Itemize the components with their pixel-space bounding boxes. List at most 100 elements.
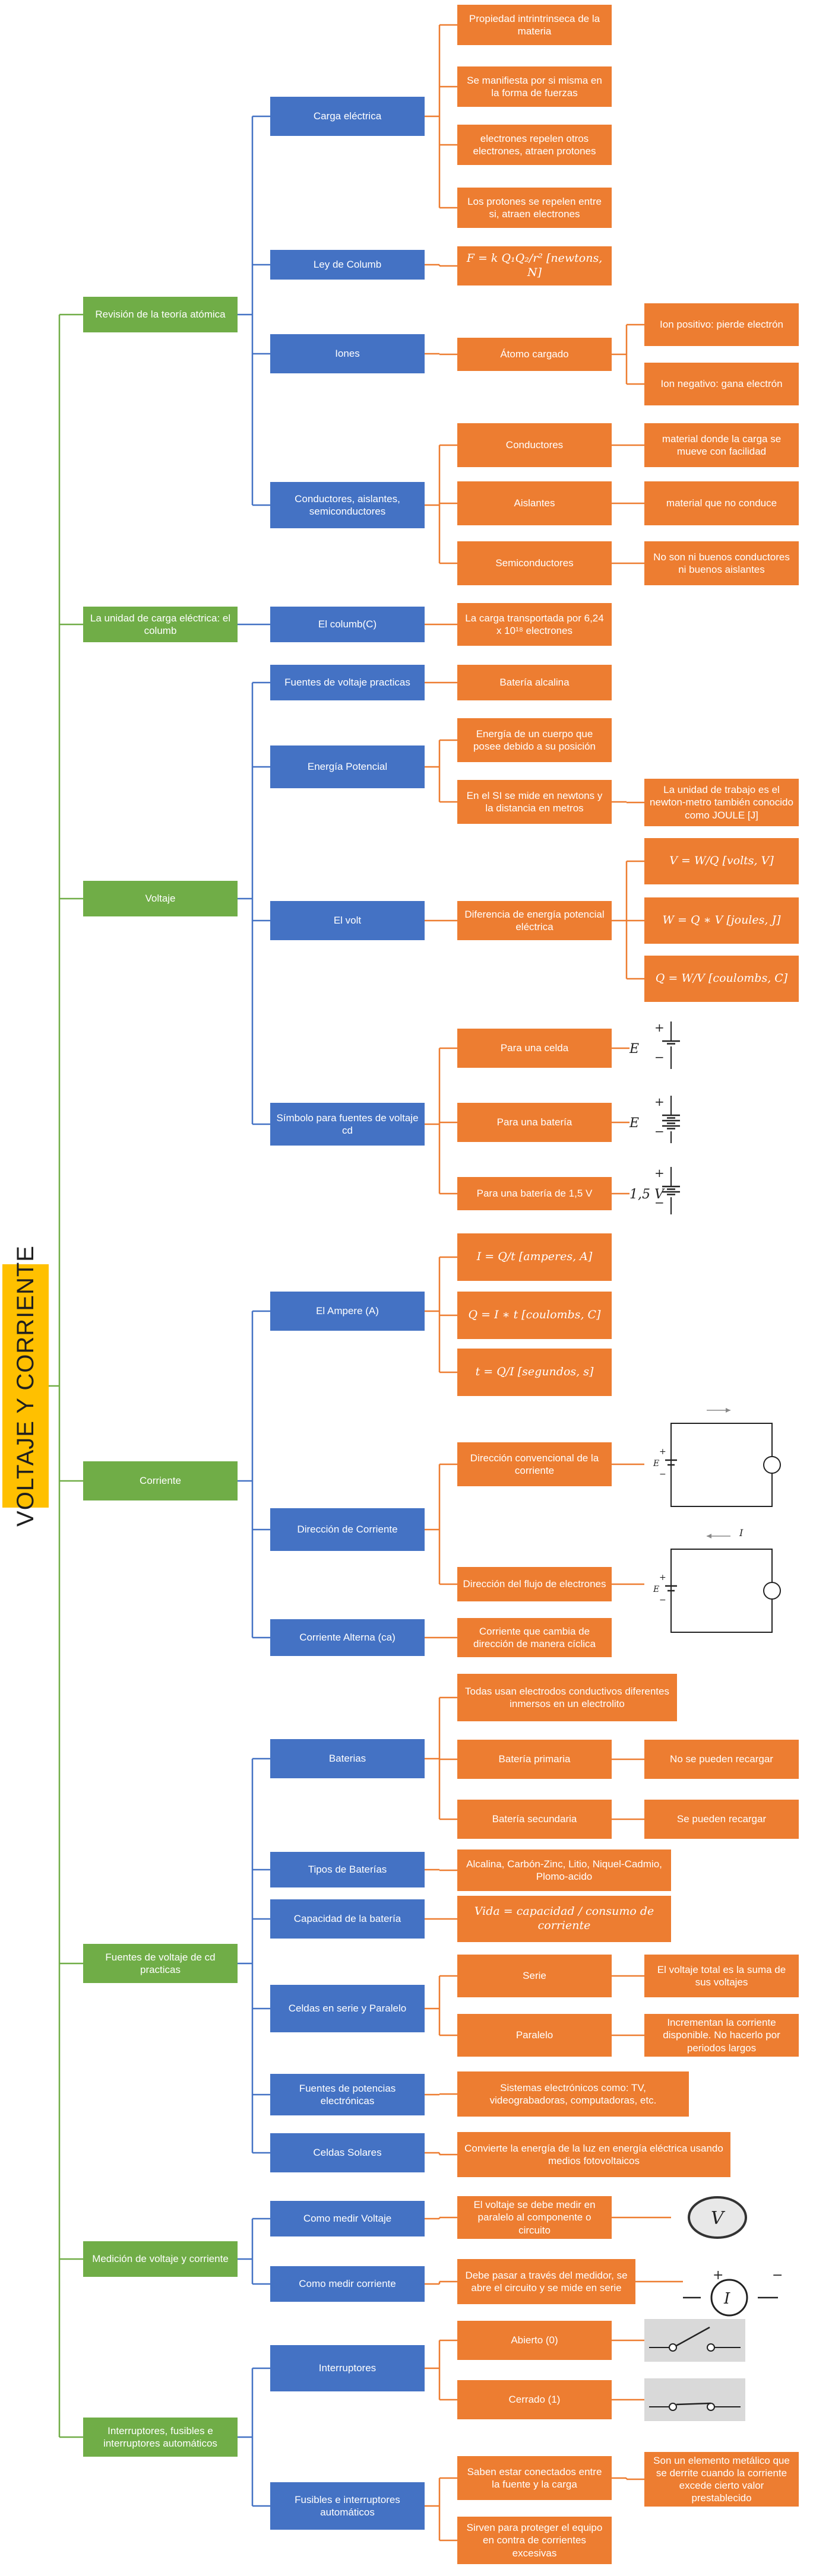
- node-n5a: Baterias: [270, 1739, 425, 1778]
- node-n3c1b: W = Q ∗ V [joules, J]: [644, 897, 799, 944]
- node-n3d: Símbolo para fuentes de voltaje cd: [270, 1103, 425, 1146]
- node-n1d3a: No son ni buenos conductores ni buenos a…: [644, 541, 799, 585]
- node-label-n7b: Fusibles e interruptores automáticos: [295, 2493, 400, 2518]
- node-label-n1a1: Propiedad intrintrinseca de la materia: [469, 12, 600, 37]
- node-label-n1c: Iones: [335, 348, 360, 360]
- node-n7b1a: Son un elemento metálico que se derrite …: [644, 2452, 799, 2507]
- node-label-n7a2: Cerrado (1): [508, 2394, 561, 2406]
- node-label-n4a: El Ampere (A): [316, 1305, 379, 1317]
- symbol-battery-15v-label: 1,5 V: [629, 1187, 665, 1202]
- node-label-n7b2: Sirven para proteger el equipo en contra…: [466, 2522, 603, 2559]
- node-n7a: Interruptores: [270, 2345, 425, 2391]
- node-n1d: Conductores, aislantes, semiconductores: [270, 482, 425, 528]
- node-label-n3c1: Diferencia de energía potencial eléctric…: [464, 908, 605, 932]
- symbol-conventional-circuit-lamp-icon: [763, 1456, 781, 1474]
- node-label-n1d1: Conductores: [505, 439, 564, 451]
- node-label-n3b1: Energía de un cuerpo que posee debido a …: [473, 728, 596, 752]
- node-n5d: Celdas en serie y Paralelo: [270, 1985, 425, 2032]
- symbol-electron-circuit-minus: −: [659, 1595, 666, 1605]
- symbol-battery-plus: +: [654, 1095, 665, 1109]
- symbol-electron-circuit-arrow-head-icon: [707, 1534, 711, 1538]
- switch-closed-icon-bg: [644, 2378, 745, 2421]
- node-n2a: El columb(C): [270, 607, 425, 642]
- node-n1d2a: material que no conduce: [644, 481, 799, 525]
- node-n4c1: Corriente que cambia de dirección de man…: [457, 1618, 612, 1657]
- node-n1b: Ley de Columb: [270, 250, 425, 280]
- node-n1: Revisión de la teoría atómica: [83, 297, 238, 332]
- node-n5b: Tipos de Baterías: [270, 1852, 425, 1887]
- node-label-n6a1: El voltaje se debe medir en paralelo al …: [473, 2199, 596, 2236]
- node-label-n3d2: Para una batería: [496, 1116, 572, 1128]
- node-label-n1d1a: material donde la carga se mueve con fac…: [662, 433, 782, 457]
- ammeter-plus: +: [713, 2268, 723, 2283]
- symbol-electron-circuit-label: E: [653, 1585, 659, 1594]
- node-label-n1a4: Los protones se repelen entre si, atraen…: [467, 195, 602, 220]
- node-n6b: Como medir corriente: [270, 2266, 425, 2302]
- node-label-n5c: Capacidad de la batería: [293, 1913, 401, 1925]
- node-label-n5d2: Paralelo: [515, 2029, 553, 2041]
- node-label-n5a1: Todas usan electrodos conductivos difere…: [465, 1685, 669, 1709]
- node-label-n3c1b: W = Q ∗ V [joules, J]: [662, 913, 781, 927]
- node-n6a: Como medir Voltaje: [270, 2201, 425, 2236]
- node-n5d1: Serie: [457, 1955, 612, 1997]
- node-n5a2: Batería primaria: [457, 1740, 612, 1779]
- node-label-n1a2: Se manifiesta por si misma en la forma d…: [467, 74, 602, 99]
- node-n3: Voltaje: [83, 881, 238, 916]
- node-n1a: Carga eléctrica: [270, 97, 425, 136]
- node-n4c: Corriente Alterna (ca): [270, 1619, 425, 1656]
- node-n5f: Celdas Solares: [270, 2133, 425, 2172]
- node-label-n4c: Corriente Alterna (ca): [299, 1632, 396, 1644]
- node-n7a1: Abierto (0): [457, 2321, 612, 2360]
- node-label-n1a3: electrones repelen otros electrones, atr…: [473, 132, 596, 157]
- node-label-n3d: Símbolo para fuentes de voltaje cd: [276, 1112, 419, 1136]
- node-n5d2: Paralelo: [457, 2014, 612, 2057]
- node-n5: Fuentes de voltaje de cd practicas: [83, 1944, 238, 1983]
- node-n1c1b: Ion negativo: gana electrón: [644, 363, 799, 405]
- node-n3c: El volt: [270, 901, 425, 940]
- symbol-electron-circuit-wire: [670, 1549, 773, 1633]
- node-label-n5: Fuentes de voltaje de cd practicas: [105, 1951, 216, 1975]
- node-n4a3: t = Q/I [segundos, s]: [457, 1349, 612, 1396]
- node-label-n5a3: Batería secundaria: [492, 1813, 577, 1825]
- node-label-n1a: Carga eléctrica: [313, 110, 382, 122]
- node-label-n3d1: Para una celda: [500, 1042, 569, 1054]
- symbol-conventional-circuit-label: E: [653, 1459, 659, 1468]
- node-label-n5d1a: El voltaje total es la suma de sus volta…: [657, 1963, 786, 1988]
- symbol-conventional-circuit-plus: +: [659, 1447, 666, 1457]
- node-label-n3b: Energía Potencial: [307, 761, 388, 773]
- symbol-cell-minus: −: [654, 1050, 665, 1064]
- node-n3c1a: V = W/Q [volts, V]: [644, 838, 799, 884]
- symbol-conventional-circuit-minus: −: [659, 1470, 666, 1479]
- node-n4: Corriente: [83, 1461, 238, 1500]
- node-n5c: Capacidad de la batería: [270, 1899, 425, 1939]
- node-n3a: Fuentes de voltaje practicas: [270, 665, 425, 700]
- node-label-n7b1: Saben estar conectados entre la fuente y…: [467, 2466, 602, 2490]
- node-label-n7b1a: Son un elemento metálico que se derrite …: [653, 2454, 790, 2504]
- node-label-n6b1: Debe pasar a través del medidor, se abre…: [465, 2269, 628, 2293]
- node-label-n2a1: La carga transportada por 6,24 x 10¹⁸ el…: [465, 612, 604, 636]
- switch-closed-icon-terminal-0: [669, 2403, 677, 2411]
- node-n4b2: Dirección del flujo de electrones: [457, 1567, 612, 1601]
- node-label-n6: Medición de voltaje y corriente: [92, 2253, 229, 2265]
- node-label-n5a2a: No se pueden recargar: [670, 1753, 773, 1765]
- node-label-n3a: Fuentes de voltaje practicas: [284, 677, 410, 689]
- node-label-n7a1: Abierto (0): [511, 2334, 558, 2346]
- ammeter-icon: [710, 2279, 748, 2317]
- switch-open-icon-blade: [676, 2326, 710, 2347]
- node-n5e: Fuentes de potencias electrónicas: [270, 2074, 425, 2115]
- node-n7b1: Saben estar conectados entre la fuente y…: [457, 2456, 612, 2500]
- node-n1a2: Se manifiesta por si misma en la forma d…: [457, 66, 612, 107]
- symbol-battery-15v-plus: +: [654, 1166, 665, 1180]
- map-title: VOLTAJE Y CORRIENTE: [2, 1245, 49, 1527]
- node-label-n1d3: Semiconductores: [495, 557, 574, 569]
- node-n5a3a: Se pueden recargar: [644, 1800, 799, 1839]
- node-label-n3d3: Para una batería de 1,5 V: [476, 1188, 593, 1200]
- node-n1b1: F = k Q₁Q₂/r² [newtons, N]: [457, 246, 612, 285]
- node-label-n4a3: t = Q/I [segundos, s]: [475, 1365, 594, 1379]
- node-label-n4b2: Dirección del flujo de electrones: [463, 1578, 606, 1590]
- node-label-n7: Interruptores, fusibles e interruptores …: [103, 2425, 217, 2449]
- node-n6b1: Debe pasar a través del medidor, se abre…: [457, 2259, 635, 2304]
- node-n6: Medición de voltaje y corriente: [83, 2241, 238, 2277]
- symbol-cell-plus: +: [654, 1020, 665, 1035]
